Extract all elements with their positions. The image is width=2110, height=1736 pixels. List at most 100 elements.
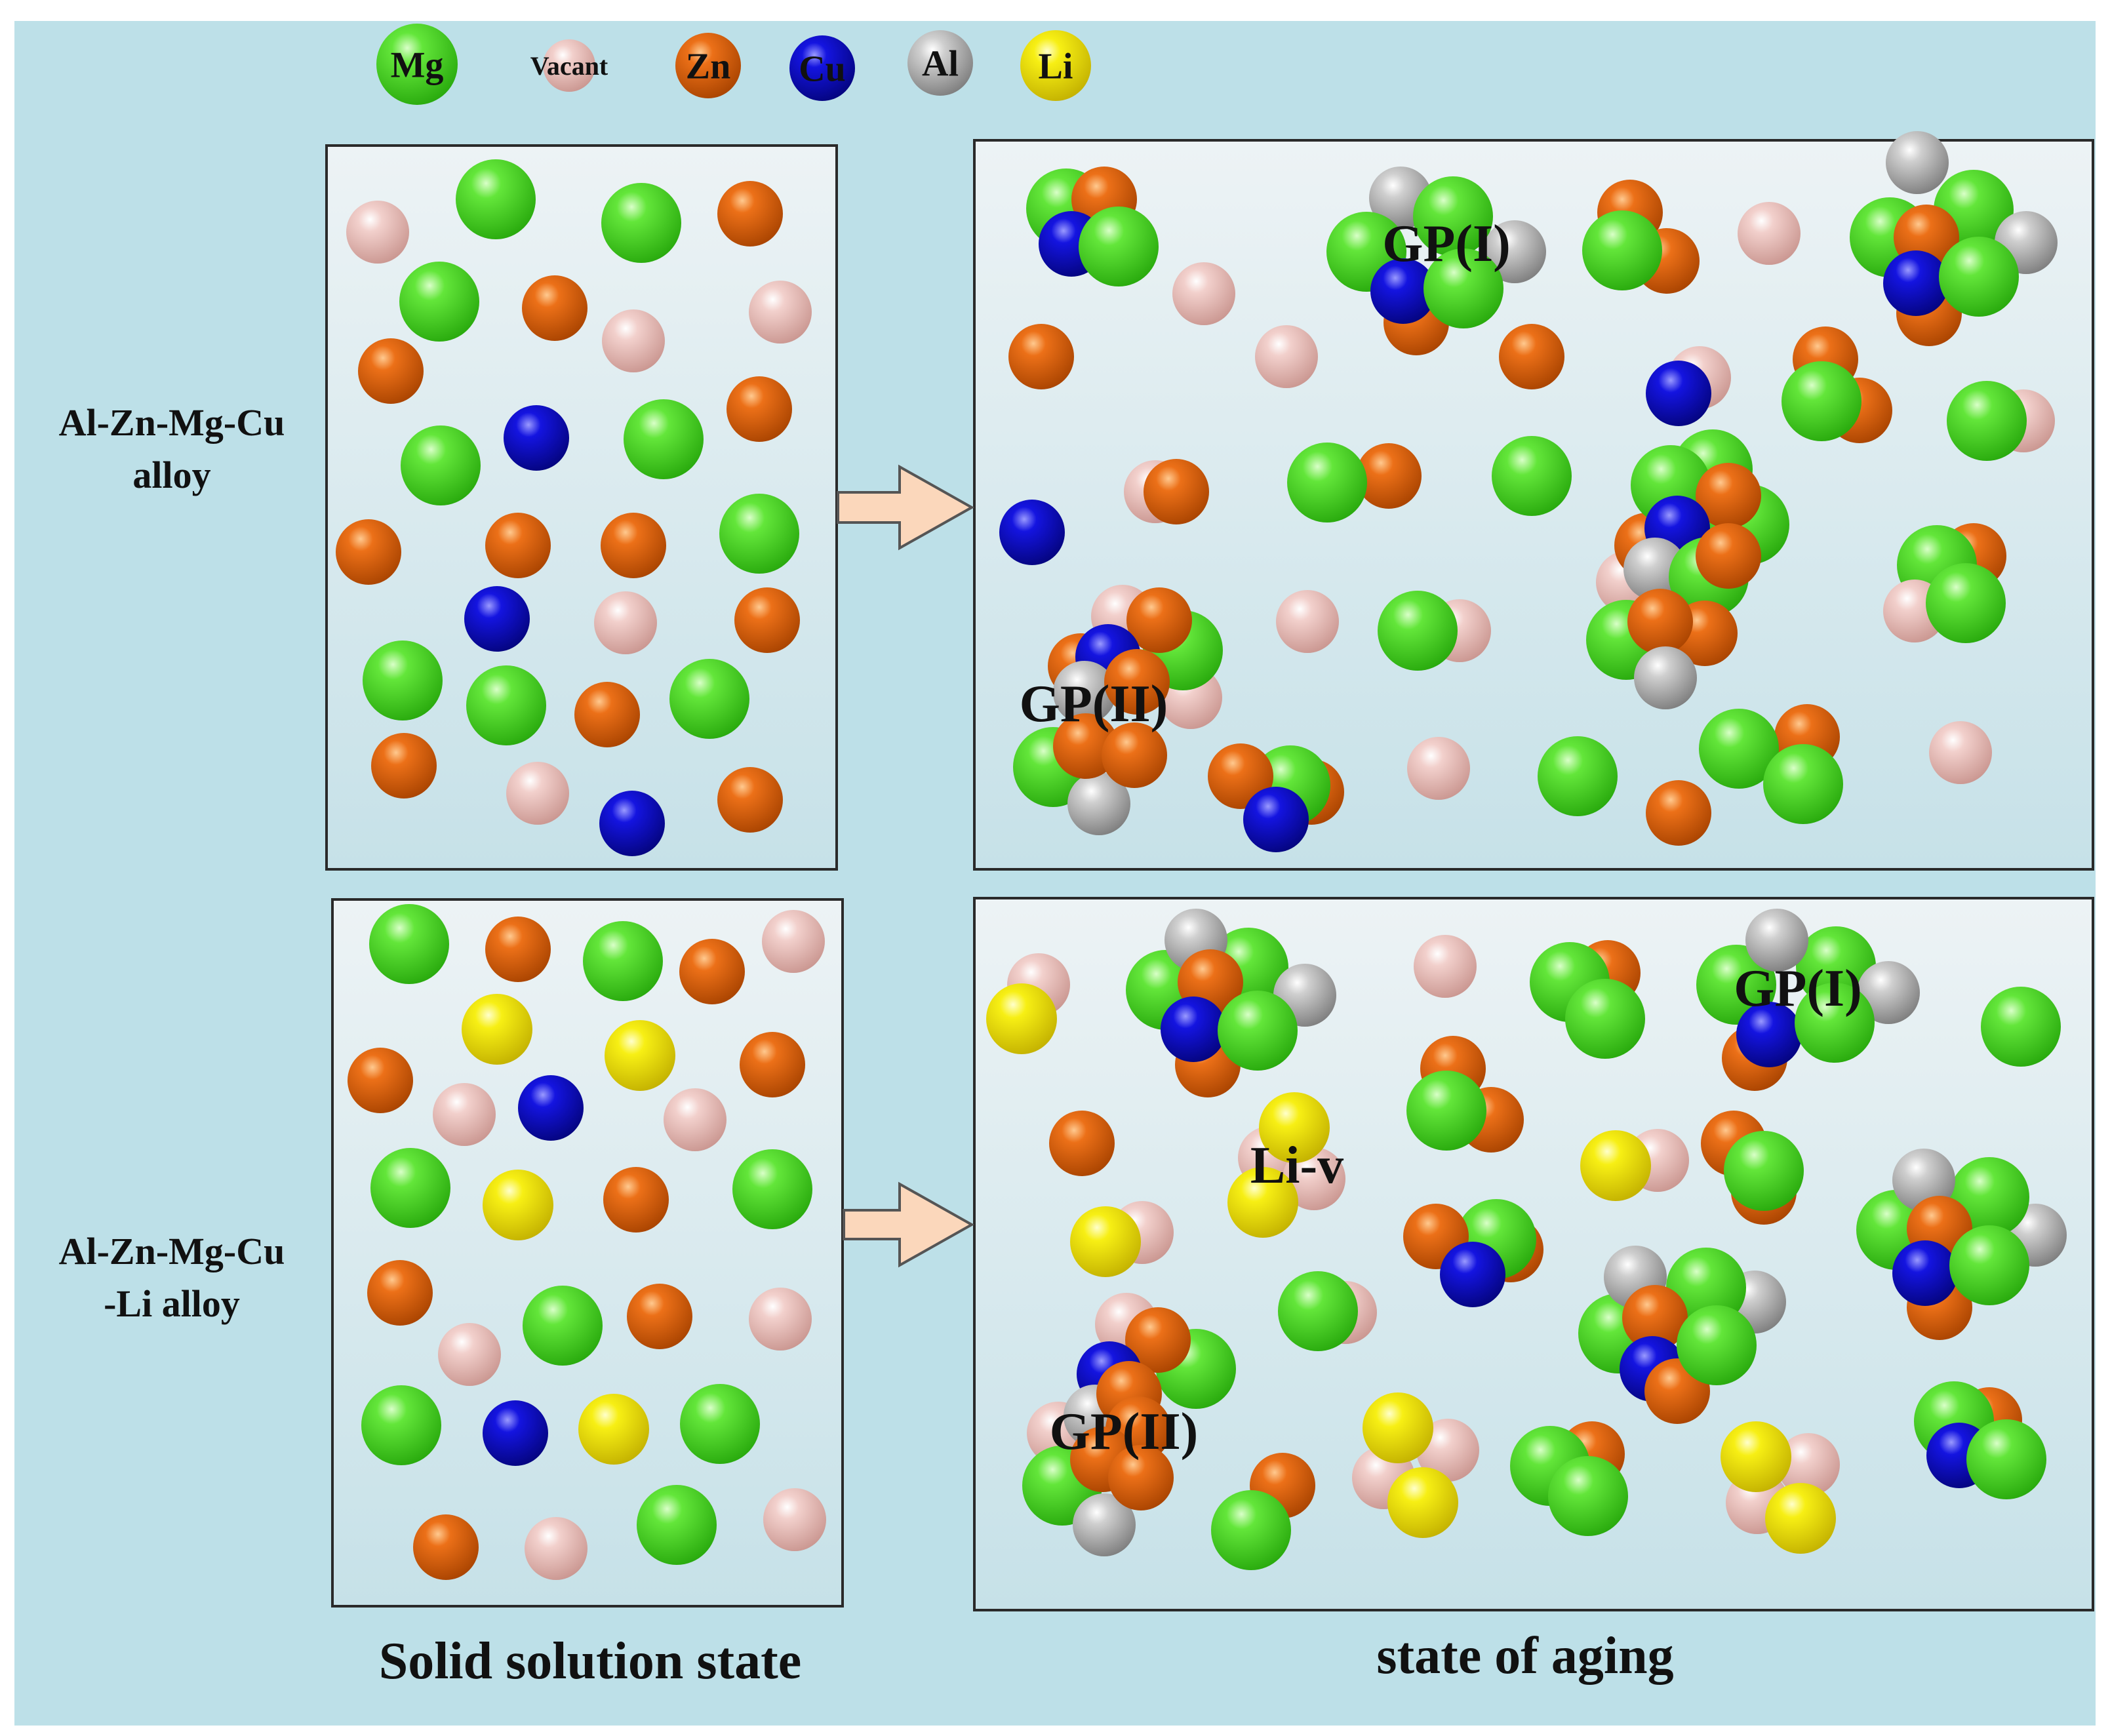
- mg-atom: [361, 1385, 441, 1465]
- cu-atom: [1646, 361, 1711, 426]
- zn-atom: [727, 376, 792, 442]
- zn-atom: [1696, 523, 1761, 589]
- mg-atom: [369, 904, 449, 984]
- li-atom: [1580, 1130, 1651, 1201]
- zn-atom: [358, 338, 424, 404]
- vacant-atom: [1414, 935, 1477, 998]
- li-atom: [1387, 1467, 1458, 1538]
- annotation-gp1-bottom: GP(I): [1734, 960, 1862, 1017]
- zn-atom: [1627, 589, 1693, 654]
- zn-atom: [1125, 1307, 1191, 1373]
- mg-atom: [466, 665, 546, 745]
- li-atom: [1765, 1483, 1836, 1554]
- zn-atom: [717, 767, 783, 833]
- mg-atom: [363, 641, 443, 720]
- mg-atom: [1782, 361, 1861, 441]
- mg-atom: [1939, 237, 2019, 317]
- zn-atom: [1356, 443, 1422, 509]
- legend-al-swatch: [907, 30, 973, 96]
- al-atom: [1067, 772, 1130, 835]
- mg-atom: [1795, 983, 1875, 1063]
- cu-atom: [518, 1075, 584, 1141]
- mg-atom: [1981, 987, 2061, 1067]
- cu-atom: [464, 586, 530, 652]
- caption-aging: state of aging: [1376, 1627, 1673, 1685]
- al-atom: [1073, 1493, 1136, 1556]
- row-label-top-line1: Al-Zn-Mg-Cu: [59, 401, 285, 444]
- mg-atom: [1378, 591, 1458, 671]
- annotation-liv: Li-v: [1250, 1137, 1344, 1194]
- zn-atom: [1622, 1285, 1688, 1351]
- legend-mg-label: Mg: [391, 45, 444, 86]
- zn-atom: [1104, 649, 1170, 715]
- zn-atom: [348, 1048, 413, 1113]
- annotation-gp2-top: GP(II): [1020, 675, 1168, 733]
- mg-atom: [1677, 1305, 1757, 1385]
- zn-atom: [371, 733, 437, 799]
- mg-atom: [399, 262, 479, 342]
- vacant-atom: [749, 1288, 812, 1351]
- vacant-atom: [525, 1517, 587, 1580]
- mg-atom: [1548, 1456, 1628, 1536]
- zn-atom: [679, 939, 745, 1004]
- zn-atom: [740, 1032, 805, 1097]
- legend-al-label: Al: [922, 44, 959, 85]
- vacant-atom: [346, 201, 409, 264]
- legend-mg-swatch: [376, 24, 458, 105]
- zn-atom: [485, 513, 551, 578]
- mg-atom: [719, 494, 799, 574]
- mg-atom: [1538, 736, 1618, 816]
- li-atom: [986, 983, 1057, 1054]
- mg-atom: [1796, 926, 1876, 1006]
- mg-atom: [1413, 176, 1493, 256]
- zn-atom: [1126, 587, 1192, 653]
- zn-atom: [485, 917, 551, 982]
- zn-atom: [627, 1284, 692, 1349]
- zn-atom: [1053, 713, 1119, 779]
- zn-atom: [1144, 459, 1209, 524]
- al-atom: [1634, 646, 1697, 709]
- cu-atom: [1736, 1002, 1802, 1067]
- mg-atom: [1565, 979, 1645, 1059]
- li-atom: [1363, 1392, 1433, 1463]
- vacant-atom: [1777, 1433, 1840, 1496]
- zn-atom: [717, 181, 783, 247]
- cu-atom: [504, 405, 569, 471]
- zn-atom: [1499, 324, 1564, 389]
- legend-cu-label: Cu: [799, 49, 846, 90]
- row-label-bottom-line2: -Li alloy: [104, 1282, 240, 1325]
- atoms-layer: [336, 131, 2067, 1580]
- al-atom: [1053, 661, 1116, 724]
- vacant-atom: [438, 1323, 501, 1386]
- mg-atom: [1423, 248, 1503, 328]
- mg-atom: [1966, 1419, 2046, 1499]
- mg-atom: [680, 1384, 760, 1464]
- mg-atom: [1724, 1131, 1804, 1211]
- vacant-atom: [664, 1088, 727, 1151]
- mg-atom: [669, 659, 749, 739]
- arrow-top: [837, 464, 975, 551]
- row-label-bottom-line1: Al-Zn-Mg-Cu: [59, 1230, 285, 1272]
- zn-atom: [1108, 1445, 1174, 1510]
- cu-atom: [1440, 1242, 1505, 1307]
- mg-atom: [1211, 1490, 1291, 1570]
- mg-atom: [1763, 744, 1843, 824]
- legend-zn-swatch: [675, 33, 741, 98]
- cu-atom: [1161, 996, 1226, 1062]
- legend-zn-label: Zn: [686, 47, 731, 87]
- arrow-bottom: [843, 1181, 975, 1268]
- zn-atom: [603, 1167, 669, 1233]
- zn-atom: [1102, 722, 1167, 788]
- al-atom: [1745, 909, 1808, 972]
- vacant-atom: [1929, 721, 1992, 784]
- cu-atom: [1892, 1240, 1958, 1306]
- vacant-atom: [749, 281, 812, 344]
- zn-atom: [336, 519, 401, 585]
- mg-atom: [1947, 381, 2027, 461]
- legend-vacant-label: Vacant: [530, 51, 608, 81]
- mg-atom: [1492, 436, 1572, 516]
- li-atom: [1259, 1092, 1330, 1163]
- cu-atom: [1370, 258, 1436, 324]
- legend-cu-swatch: [789, 35, 855, 101]
